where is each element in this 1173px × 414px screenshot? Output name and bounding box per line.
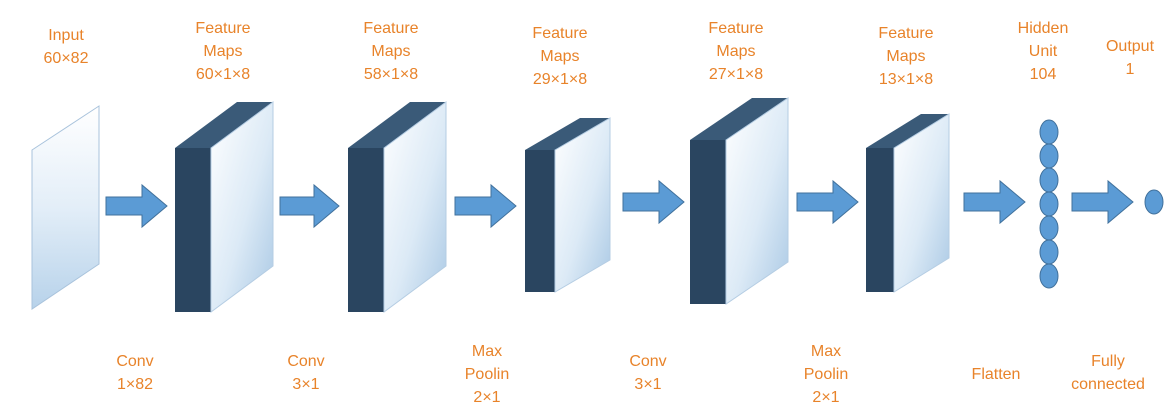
label-op3-line-2: Poolin <box>464 366 510 383</box>
arrow-3 <box>454 183 517 229</box>
hidden-units <box>1039 119 1059 289</box>
label-hidden-unit: Hidden Unit 104 <box>1018 17 1069 86</box>
hidden-unit-node <box>1039 239 1059 265</box>
hidden-unit-node <box>1039 263 1059 289</box>
label-feature-maps-2: Feature Maps 58×1×8 <box>363 17 418 86</box>
label-feature-maps-4: Feature Maps 27×1×8 <box>708 17 763 86</box>
hidden-unit-node <box>1039 143 1059 169</box>
label-op4-line-2: 3×1 <box>634 376 662 393</box>
label-fm2-line-2: Maps <box>371 43 411 60</box>
label-fm2-line-1: Feature <box>363 20 419 37</box>
label-fm5-line-2: Maps <box>886 48 926 65</box>
label-fm4-line-1: Feature <box>708 20 764 37</box>
label-fm3-line-3: 29×1×8 <box>532 71 588 88</box>
label-fm1-line-1: Feature <box>195 20 251 37</box>
hidden-unit-node <box>1039 167 1059 193</box>
label-fm3-line-1: Feature <box>532 25 588 42</box>
label-output: Output 1 <box>1106 35 1154 81</box>
label-op6-line-1: Flatten <box>971 366 1021 383</box>
feature-map-block-5 <box>866 113 950 293</box>
feature-map-block-4 <box>690 97 789 305</box>
label-fm2-line-3: 58×1×8 <box>363 66 419 83</box>
label-input-line-2: 60×82 <box>43 50 89 67</box>
label-op5-line-3: 2×1 <box>812 389 840 406</box>
feature-map-block-3 <box>525 117 611 293</box>
label-feature-maps-1: Feature Maps 60×1×8 <box>195 17 250 86</box>
label-op3-line-3: 2×1 <box>473 389 501 406</box>
label-fm1-line-2: Maps <box>203 43 243 60</box>
label-feature-maps-3: Feature Maps 29×1×8 <box>532 22 587 91</box>
input-plane <box>31 105 100 310</box>
arrow-5 <box>796 179 859 225</box>
label-op1-line-1: Conv <box>116 353 154 370</box>
arrow-7 <box>1071 179 1134 225</box>
hidden-unit-node <box>1039 215 1059 241</box>
label-op1-line-2: 1×82 <box>116 376 154 393</box>
label-op-conv-3: Conv 3×1 <box>629 350 666 396</box>
label-fm1-line-3: 60×1×8 <box>195 66 251 83</box>
label-op7-line-1: Fully <box>1091 353 1125 370</box>
label-feature-maps-5: Feature Maps 13×1×8 <box>878 22 933 91</box>
label-hidden-line-1: Hidden <box>1017 20 1069 37</box>
label-op3-line-1: Max <box>471 343 503 360</box>
label-hidden-line-3: 104 <box>1029 66 1057 83</box>
label-op2-line-1: Conv <box>287 353 325 370</box>
label-fm4-line-2: Maps <box>716 43 756 60</box>
label-op-maxpool-1: Max Poolin 2×1 <box>465 340 509 409</box>
label-fm3-line-2: Maps <box>540 48 580 65</box>
label-op7-line-2: connected <box>1071 376 1145 393</box>
label-op5-line-2: Poolin <box>803 366 849 383</box>
label-input: Input 60×82 <box>44 24 89 70</box>
label-op5-line-1: Max <box>810 343 842 360</box>
label-op-conv-1: Conv 1×82 <box>116 350 153 396</box>
label-output-line-1: Output <box>1105 38 1155 55</box>
hidden-unit-node <box>1039 191 1059 217</box>
arrow-4 <box>622 179 685 225</box>
label-op-flatten: Flatten <box>972 363 1021 386</box>
arrow-1 <box>105 183 168 229</box>
label-output-line-2: 1 <box>1125 61 1135 78</box>
arrow-6 <box>963 179 1026 225</box>
label-input-line-1: Input <box>48 27 84 44</box>
label-op2-line-2: 3×1 <box>292 376 320 393</box>
label-op-maxpool-2: Max Poolin 2×1 <box>804 340 848 409</box>
hidden-unit-node <box>1039 119 1059 145</box>
label-op4-line-1: Conv <box>629 353 667 370</box>
label-fm4-line-3: 27×1×8 <box>708 66 764 83</box>
feature-map-block-2 <box>348 101 447 313</box>
arrow-2 <box>279 183 340 229</box>
feature-map-block-1 <box>175 101 274 313</box>
label-hidden-line-2: Unit <box>1028 43 1058 60</box>
label-op-fully-connected: Fully connected <box>1071 350 1145 396</box>
output-unit <box>1144 189 1164 215</box>
label-fm5-line-1: Feature <box>878 25 934 42</box>
label-fm5-line-3: 13×1×8 <box>878 71 934 88</box>
label-op-conv-2: Conv 3×1 <box>287 350 324 396</box>
